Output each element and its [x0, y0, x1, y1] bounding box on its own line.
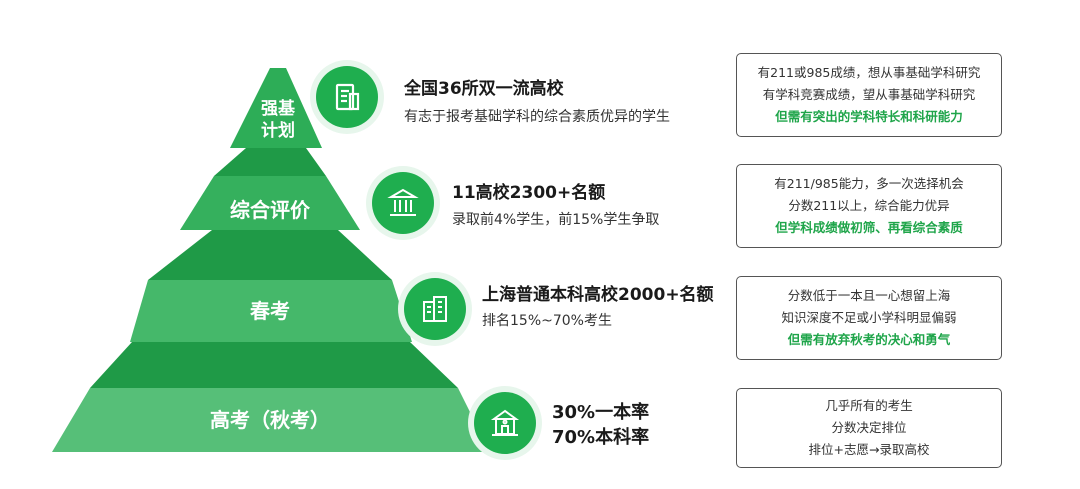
tier-label-2: 综合评价 [230, 198, 310, 222]
tier-4-title-2: 70%本科率 [552, 427, 650, 448]
pyramid-connector-1 [214, 148, 326, 176]
tier-1-title: 全国36所双一流高校 [404, 79, 564, 99]
tier-4-note-line-3: 排位+志愿→录取高校 [808, 442, 930, 457]
tier-1-note-box: 有211或985成绩，想从事基础学科研究 有学科竞赛成绩，望从事基础学科研究 但… [736, 53, 1002, 137]
tier-label-1: 强基 计划 [250, 98, 306, 142]
tier-4-title-1: 30%一本率 [552, 402, 650, 423]
tier-label-4: 高考（秋考） [210, 408, 330, 432]
pyramid-connector-3 [90, 342, 458, 388]
pyramid-tier-1 [230, 68, 322, 148]
tier-2-note-line-2: 分数211以上，综合能力优异 [788, 198, 950, 213]
tier-2-note-line-1: 有211/985能力，多一次选择机会 [774, 176, 964, 191]
pyramid-tier-2 [180, 176, 360, 230]
tier-3-note-line-1: 分数低于一本且一心想留上海 [787, 288, 951, 303]
tier-label-3: 春考 [250, 299, 290, 323]
pyramid-diagram [52, 68, 490, 452]
document-icon [335, 83, 360, 111]
pyramid-connector-2 [148, 230, 392, 280]
tier-4-icon-circle [474, 392, 536, 454]
tier-3-note-highlight: 但需有放弃秋考的决心和勇气 [787, 332, 951, 347]
tier-1-note-line-1: 有211或985成绩，想从事基础学科研究 [757, 65, 981, 80]
tier-2-title: 11高校2300+名额 [452, 183, 606, 203]
tier-3-icon-circle [404, 278, 466, 340]
tier-label-1-line-2: 计划 [261, 121, 295, 141]
tier-2-note-highlight: 但学科成绩做初筛、再看综合素质 [775, 220, 963, 235]
tier-4-note-box: 几乎所有的考生 分数决定排位 排位+志愿→录取高校 [736, 388, 1002, 468]
tier-label-1-line-1: 强基 [261, 99, 295, 119]
tier-2-icon-circle [372, 172, 434, 234]
tier-4-note-line-1: 几乎所有的考生 [825, 398, 913, 413]
tier-1-note-highlight: 但需有突出的学科特长和科研能力 [775, 109, 963, 124]
tier-1-note-line-2: 有学科竞赛成绩，望从事基础学科研究 [762, 87, 976, 102]
tier-3-subtitle: 排名15%~70%考生 [482, 313, 612, 329]
tier-1-subtitle: 有志于报考基础学科的综合素质优异的学生 [404, 109, 670, 125]
tier-2-subtitle: 录取前4%学生，前15%学生争取 [452, 212, 660, 228]
tier-1-icon-circle [316, 66, 378, 128]
school-icon [490, 409, 520, 436]
tier-2-note-box: 有211/985能力，多一次选择机会 分数211以上，综合能力优异 但学科成绩做… [736, 164, 1002, 248]
pyramid-tier-4 [52, 388, 490, 452]
pyramid-tier-3 [130, 280, 412, 342]
tier-4-note-line-2: 分数决定排位 [831, 420, 907, 435]
tier-3-note-line-2: 知识深度不足或小学科明显偏弱 [781, 310, 957, 325]
tier-3-title: 上海普通本科高校2000+名额 [482, 285, 714, 305]
tier-3-note-box: 分数低于一本且一心想留上海 知识深度不足或小学科明显偏弱 但需有放弃秋考的决心和… [736, 276, 1002, 360]
buildings-icon [423, 296, 447, 322]
university-icon [387, 188, 419, 216]
